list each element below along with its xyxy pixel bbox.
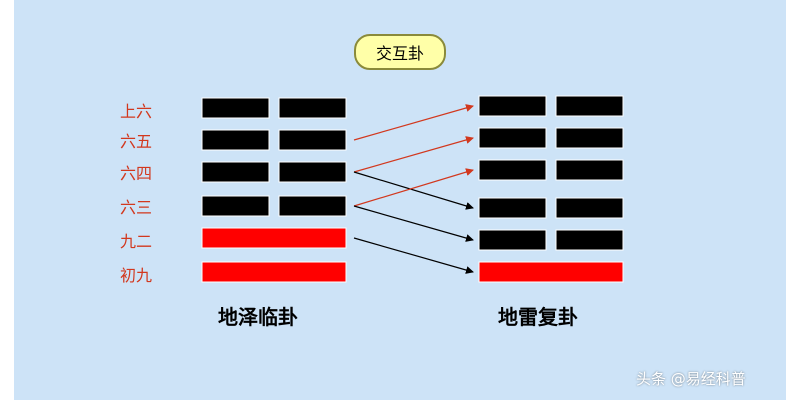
mapping-arrow-3 — [353, 171, 474, 210]
mapping-arrow-4 — [353, 168, 474, 207]
title-text: 交互卦 — [375, 44, 424, 63]
right-yin-line-1-left — [478, 95, 547, 117]
right-yin-line-4-right — [555, 197, 624, 219]
left-hexagram-lines — [201, 97, 347, 283]
right-yin-line-1-right — [555, 95, 624, 117]
left-yin-line-3-right — [278, 161, 347, 183]
left-yin-line-1-left — [201, 97, 270, 119]
line-label-1: 上六 — [120, 102, 153, 121]
left-yin-line-1-right — [278, 97, 347, 119]
left-yin-line-3-left — [201, 161, 270, 183]
line-label-3: 六四 — [120, 164, 153, 183]
mapping-arrow-2 — [353, 136, 474, 173]
left-yin-line-4-right — [278, 195, 347, 217]
line-label-4: 六三 — [120, 198, 153, 217]
left-yang-line-6 — [201, 261, 347, 283]
left-yin-line-4-left — [201, 195, 270, 217]
right-yin-line-3-left — [478, 159, 547, 181]
left-hexagram-name: 地泽临卦 — [218, 304, 298, 329]
mapping-arrow-6 — [353, 237, 474, 274]
right-yin-line-4-left — [478, 197, 547, 219]
watermark: 头条 @易经科普 — [636, 370, 746, 388]
line-label-6: 初九 — [120, 266, 153, 285]
right-hexagram-name: 地雷复卦 — [498, 304, 578, 329]
line-label-2: 六五 — [120, 132, 153, 151]
right-yin-line-2-left — [478, 127, 547, 149]
line-label-5: 九二 — [120, 232, 153, 251]
right-yin-line-3-right — [555, 159, 624, 181]
right-yin-line-5-left — [478, 229, 547, 251]
left-yin-line-2-left — [201, 129, 270, 151]
mapping-arrow-5 — [353, 205, 474, 242]
mapping-arrow-1 — [353, 104, 474, 141]
right-yin-line-2-right — [555, 127, 624, 149]
title-badge: 交互卦 — [354, 34, 446, 70]
mapping-arrows — [353, 104, 474, 274]
right-yang-line-6 — [478, 261, 624, 283]
right-yin-line-5-right — [555, 229, 624, 251]
left-yin-line-2-right — [278, 129, 347, 151]
right-hexagram-lines — [478, 95, 624, 283]
left-yang-line-5 — [201, 227, 347, 249]
